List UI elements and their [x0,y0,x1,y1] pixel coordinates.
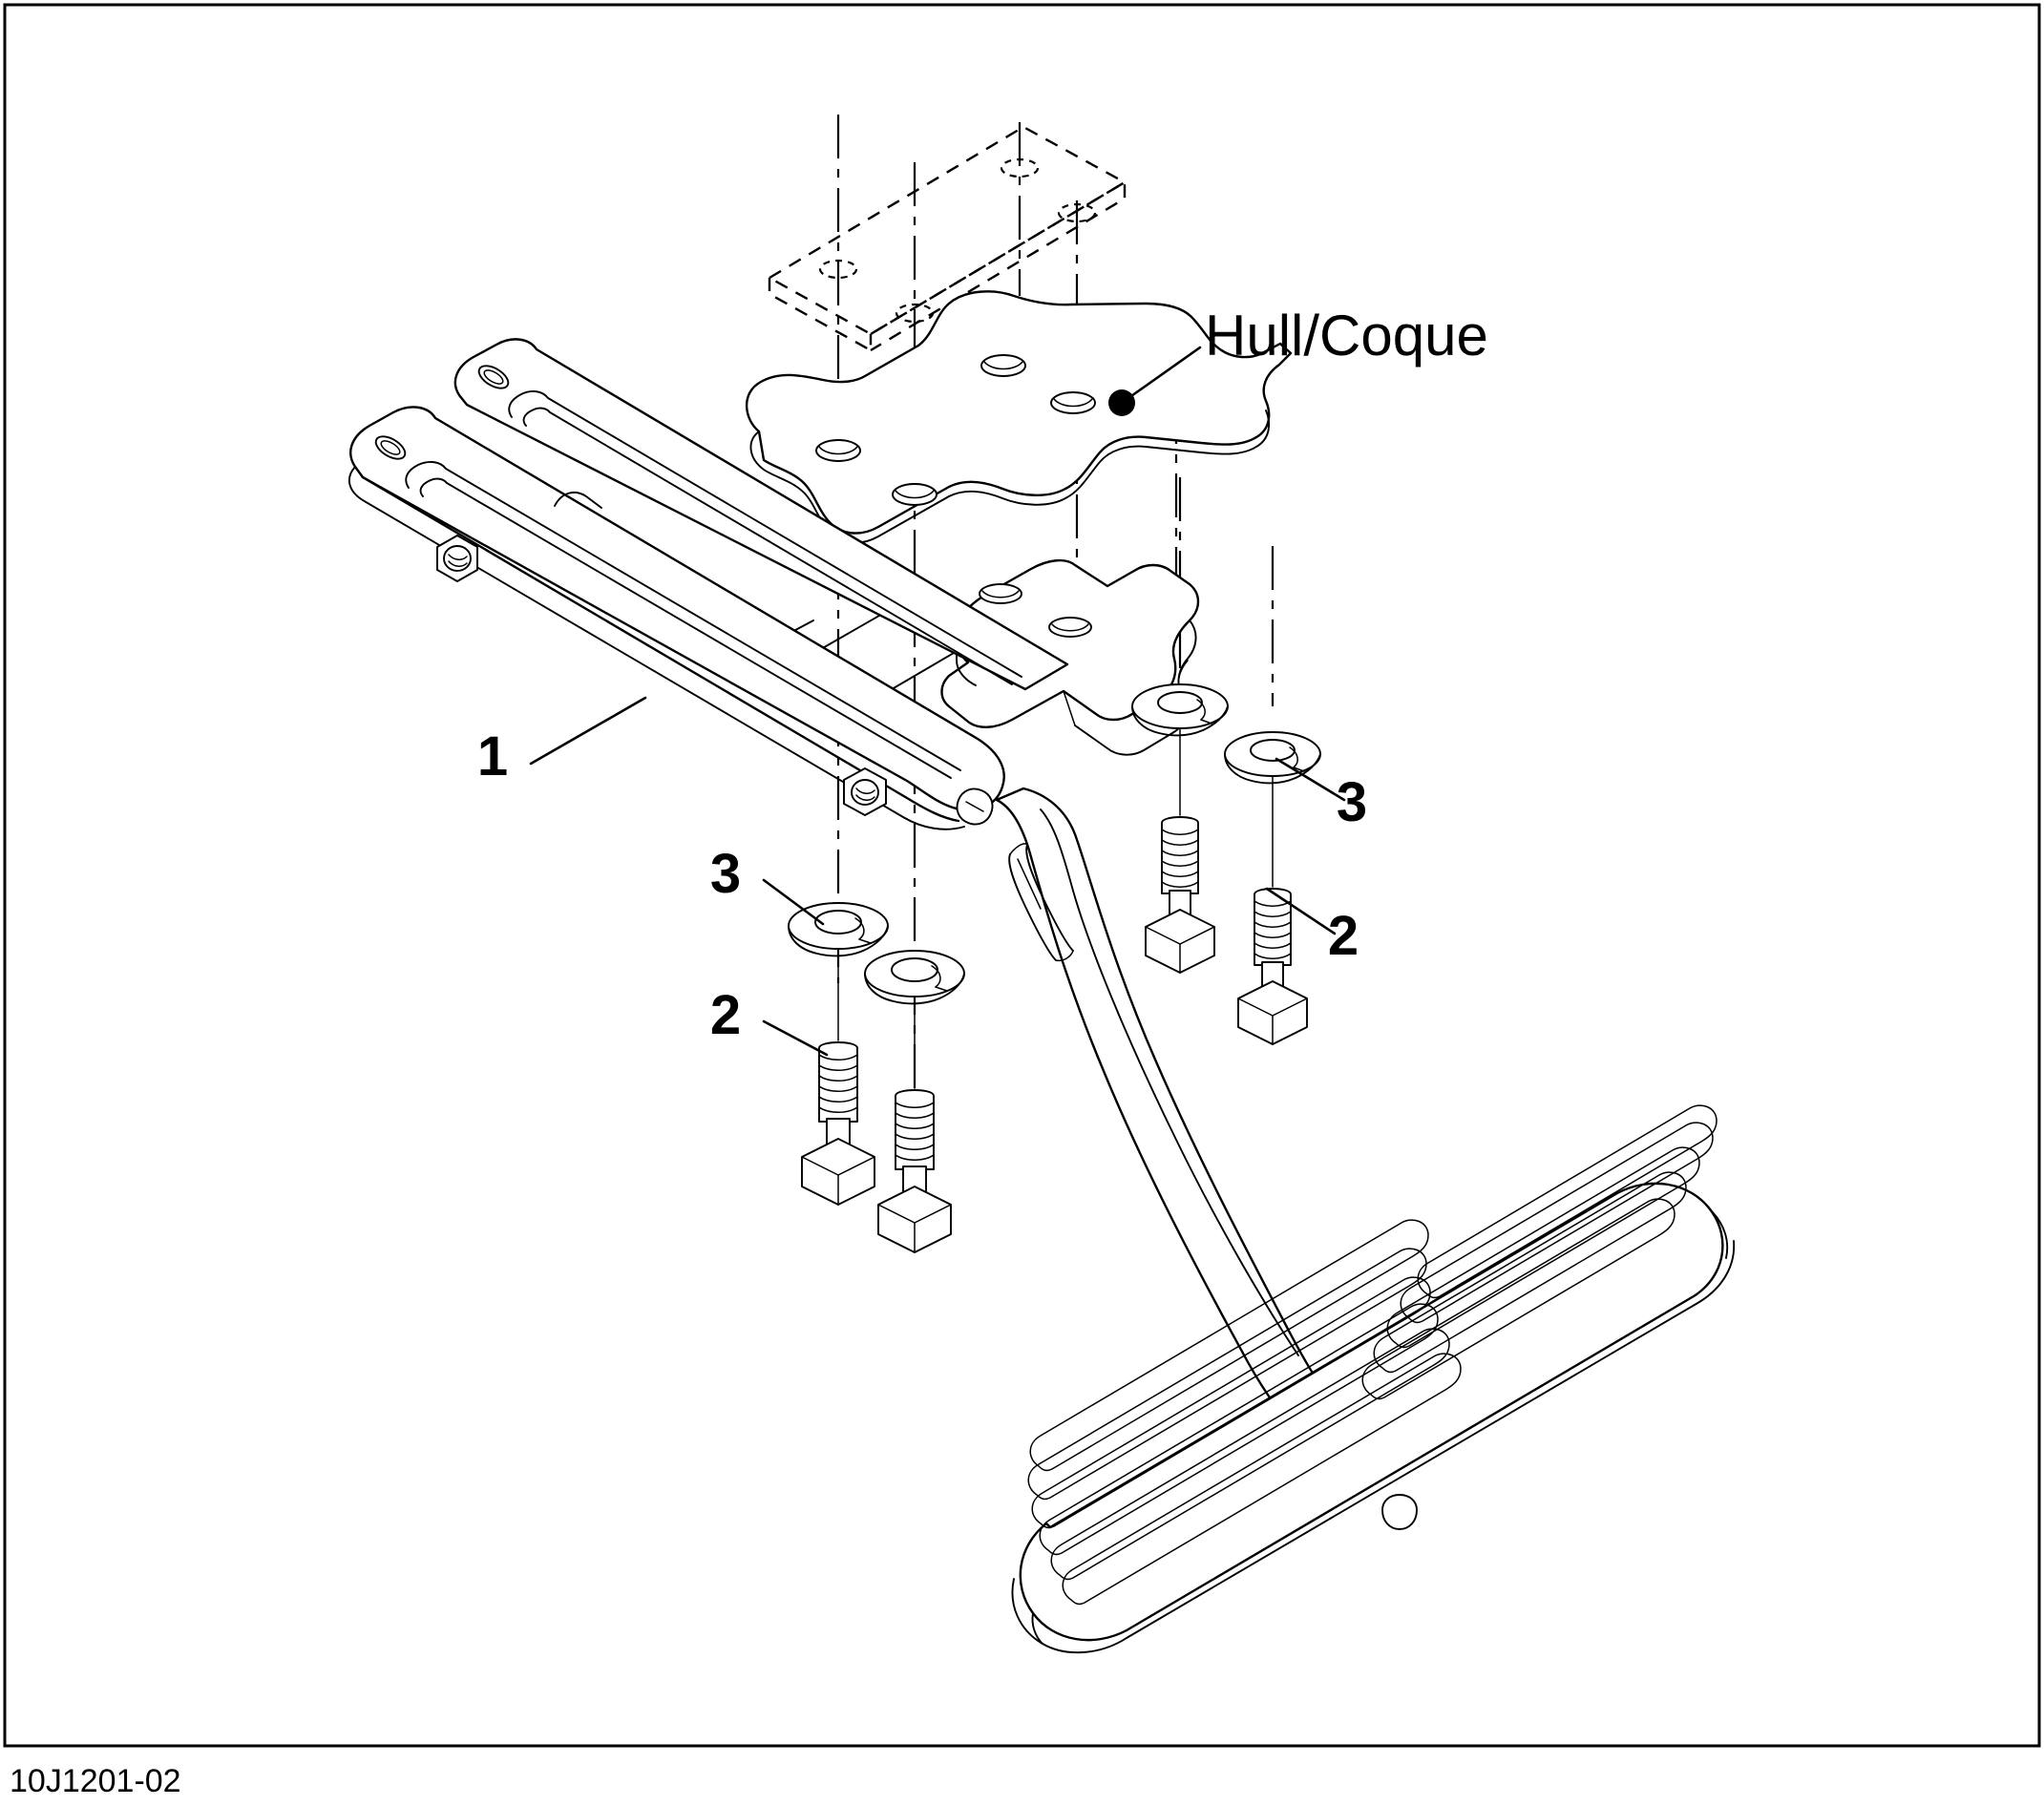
split-lock-washer [1224,731,1321,785]
hex-lock-nut [843,767,887,816]
tread-grooves-left [1027,1219,1462,1606]
split-lock-washer [788,902,889,957]
hex-head-bolt [801,1041,875,1206]
leader-3-right [1275,757,1346,802]
fastener-column-left-b [864,950,965,1253]
bracket-hole [1048,617,1092,638]
callout-3-right-label: 3 [1337,771,1367,833]
callout-3-left-label: 3 [710,843,741,905]
callout-1-label: 1 [477,725,508,788]
leader-2-left [762,1019,829,1057]
fastener-column-right-a [1131,683,1229,974]
pivot-rod-end [956,788,994,826]
step-tread-pedal [1011,1104,1736,1654]
tread-underside-stud [1381,1494,1418,1530]
tread-grooves-right [1361,1104,1717,1400]
hex-head-bolt [1145,816,1215,974]
hex-lock-nut [436,535,478,582]
hull-plate-hole [892,483,938,506]
hex-head-bolt [877,1089,952,1253]
dashed-backing-plate [767,125,1127,353]
drawing-border [3,3,2041,1748]
hull-plate-hole [980,354,1026,377]
drawing-code-label: 10J1201-02 [10,1763,181,1799]
hull-plate-hole [815,439,861,462]
leader-1 [529,696,647,766]
support-arm-rail-rear [453,338,1069,691]
leader-2-right [1265,887,1337,935]
hex-head-bolt [1237,888,1308,1045]
hull-plate-hole [1050,391,1096,414]
hull-coque-label: Hull/Coque [1205,304,1488,368]
hull-leader-line [1120,346,1202,405]
fastener-column-right-b [1224,731,1321,1045]
split-lock-washer [1131,683,1229,737]
callout-leaders [529,696,1346,1057]
split-lock-washer [864,950,965,1005]
leg-slot-detail [1008,843,1074,962]
support-arm-rail-front [348,406,1005,830]
bolt-threads [818,1054,858,1113]
fastener-column-left-a [788,902,889,1206]
bolt-threads [895,1102,935,1161]
callout-2-right-label: 2 [1328,905,1359,967]
bracket-hole [979,583,1022,604]
leader-3-left [762,878,825,926]
bolt-threads [1254,900,1292,959]
bolt-threads [1161,829,1199,888]
callout-2-left-label: 2 [710,984,741,1046]
